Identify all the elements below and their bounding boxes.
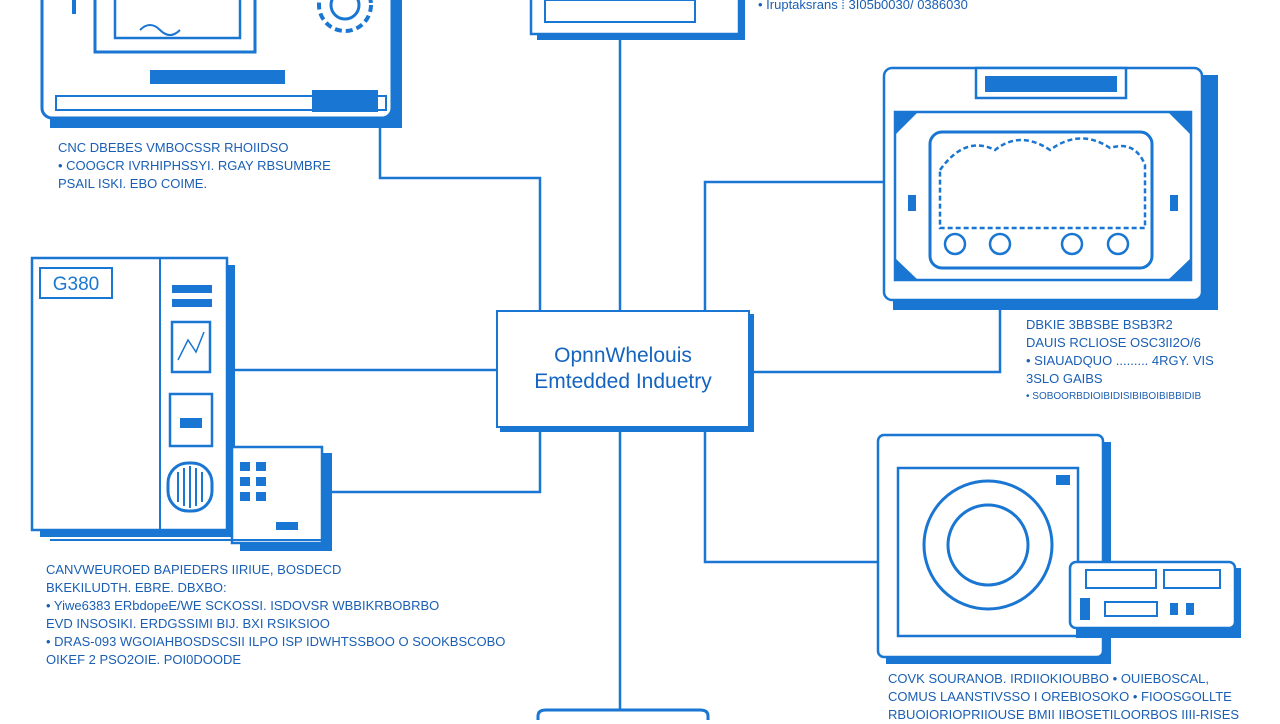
bottom-device xyxy=(536,708,710,720)
connector-mill xyxy=(703,180,886,310)
cnc-label: CNC DBEBES VMBOCSSR RHOIIDSO • COOGCR IV… xyxy=(58,139,331,193)
g380-label-line: • Yiwe6383 ERbdopeE/WE SCKOSSI. ISDOVSR … xyxy=(46,598,440,613)
top-device-label: • Iruptaksrans ⁞ 3I05b0030/ 0386030 xyxy=(758,0,968,12)
washer-machine-illustration xyxy=(876,433,1241,664)
connector-cnc xyxy=(378,125,542,310)
washer-label-line: COVK SOURANOB. IRDIIOKIOUBBO • OUIEBOSCA… xyxy=(888,671,1209,686)
cnc-label-line: PSAIL ISKI. EBO COIME. xyxy=(58,176,208,191)
gear-icon xyxy=(317,0,373,33)
mill-label-line: DBKIE 3BBSBE BSB3R2 xyxy=(1026,317,1173,332)
washer-label: COVK SOURANOB. IRDIIOKIOUBBO • OUIEBOSCA… xyxy=(888,670,1239,724)
washer-label-line: RBUOIORIOPRIIOUSE BMII IIBOSETILOORBOS I… xyxy=(888,707,1240,722)
central-hub-node[interactable]: OpnnWhelouis Emtedded Induetry xyxy=(496,310,750,428)
connector-lines xyxy=(235,30,1002,712)
cnc-label-line: • COOGCR IVRHIPHSSYI. RGAY RBSUMBRE xyxy=(58,158,331,173)
mill-machine-illustration xyxy=(882,66,1218,310)
g380-label-line: CANVWEUROED BAPIEDERS IIRIUE, BOSDECD xyxy=(46,562,342,577)
cnc-label-line: CNC DBEBES VMBOCSSR RHOIIDSO xyxy=(58,140,289,155)
top-device xyxy=(529,0,745,40)
g380-label-line: EVD INSOSIKI. ERDGSSIMI BIJ. BXI RSIKSIO… xyxy=(46,616,330,631)
g380-label-line: BKEKILUDTH. EBRE. DBXBO: xyxy=(46,580,227,595)
g380-screen-text: G380 xyxy=(53,274,99,295)
connector-washer xyxy=(703,424,880,564)
connector-mill-side xyxy=(746,310,1002,374)
mill-label: DBKIE 3BBSBE BSB3R2 DAUIS RCLIOSE OSC3II… xyxy=(1026,316,1214,406)
g380-label: CANVWEUROED BAPIEDERS IIRIUE, BOSDECD BK… xyxy=(46,561,505,669)
g380-label-line: OIKEF 2 PSO2OIE. POI0DOODE xyxy=(46,652,242,667)
washer-label-line: COMUS LAANSTIVSSO I OREBIOSOKO • FIOOSGO… xyxy=(888,689,1232,704)
g380-cabinet-illustration: G380 xyxy=(30,256,332,551)
mill-label-line: 3SLO GAIBS xyxy=(1026,371,1103,386)
mill-label-line: • SOBOORBDIOIBIDISIBIBOIBIBBIDIB xyxy=(1026,391,1202,402)
connector-g380-lower xyxy=(330,424,542,494)
hub-title-line2: Emtedded Induetry xyxy=(534,370,712,393)
hub-title-line1: OpnnWhelouis xyxy=(554,344,692,367)
mill-label-line: • SIAUADQUO ......... 4RGY. VIS xyxy=(1026,353,1214,368)
mill-label-line: DAUIS RCLIOSE OSC3II2O/6 xyxy=(1026,335,1201,350)
g380-label-line: • DRAS-093 WGOIAHBOSDSCSII ILPO ISP IDWH… xyxy=(46,634,506,649)
cnc-machine-illustration xyxy=(40,0,402,128)
